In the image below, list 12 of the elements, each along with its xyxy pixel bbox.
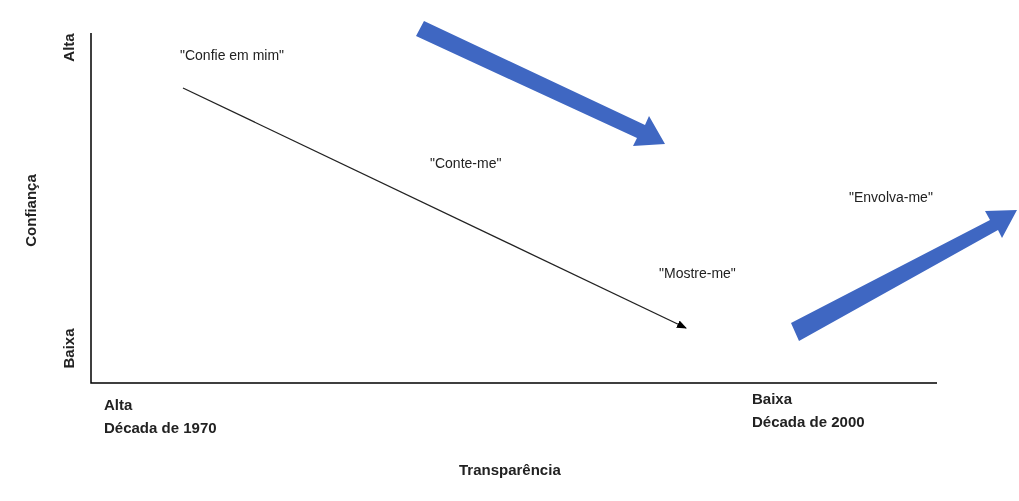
axis-title: Transparência [459, 462, 561, 477]
axis-tick-label: Alta [104, 397, 133, 412]
stage-label: "Envolva-me" [849, 190, 933, 204]
axis-tick-label: Alta [60, 32, 76, 62]
stage-label: "Confie em mim" [180, 48, 285, 62]
stage-label: "Mostre-me" [659, 266, 736, 280]
period-label: Década de 1970 [104, 420, 217, 435]
axis-title: Confiança [22, 173, 38, 247]
axis-tick-label: Baixa [752, 391, 793, 406]
period-label: Década de 2000 [752, 414, 865, 429]
stage-label: "Conte-me" [430, 156, 502, 170]
axis-tick-label: Baixa [60, 328, 76, 368]
